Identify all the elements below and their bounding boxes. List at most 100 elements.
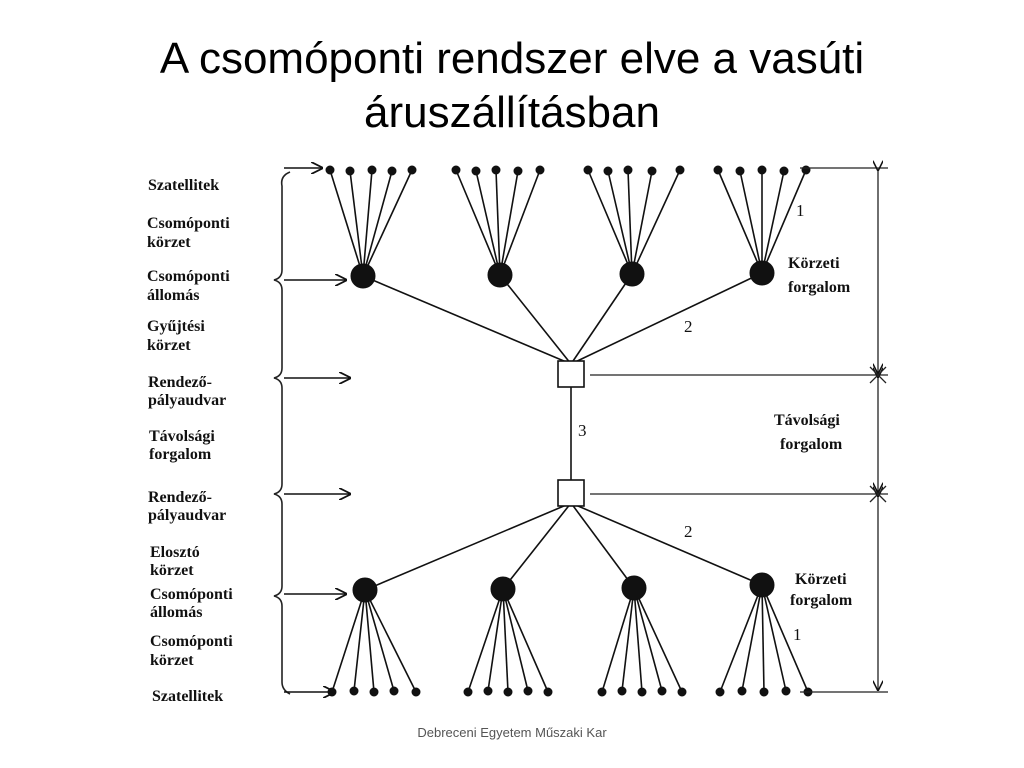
bottom-spoke <box>719 584 763 693</box>
top-satellite-dot <box>603 166 613 176</box>
bottom-spoke <box>502 588 529 692</box>
label-korzeti-top-2: forgalom <box>788 279 851 296</box>
label-szatellitek-bottom: Szatellitek <box>152 688 223 705</box>
bottom-feeder-line <box>364 502 572 591</box>
label-csomoponti-korzet-bottom-1: Csomóponti <box>150 633 233 650</box>
slide-title: A csomóponti rendszer elve a vasúti árus… <box>0 32 1024 140</box>
top-satellite-dot <box>471 166 481 176</box>
bottom-hub-node <box>621 575 647 601</box>
label-csomoponti-allomas-bottom-1: Csomóponti <box>150 586 233 603</box>
top-satellite-dot <box>583 165 593 175</box>
top-satellite-dot <box>801 165 811 175</box>
label-csomoponti-korzet-top-2: körzet <box>147 234 191 251</box>
bottom-spoke <box>601 587 635 693</box>
number-bottom-1: 1 <box>793 625 802 644</box>
label-rendezo-bottom-2: pályaudvar <box>148 507 226 524</box>
top-spoke <box>495 169 501 276</box>
top-satellite-dot <box>779 166 789 176</box>
label-eloszto-korzet-1: Elosztó <box>150 544 200 561</box>
top-spoke <box>627 169 633 275</box>
label-korzeti-top-1: Körzeti <box>788 255 840 272</box>
label-csomoponti-allomas-top-1: Csomóponti <box>147 268 230 285</box>
number-mid-3: 3 <box>578 421 587 440</box>
bottom-satellite-dot <box>597 687 607 697</box>
top-hub-node <box>350 263 376 289</box>
bottom-satellite-dot <box>543 687 553 697</box>
right-dimension-lines <box>590 168 888 693</box>
label-tavolsagi-right-2: forgalom <box>780 436 843 453</box>
top-satellite-dot <box>675 165 685 175</box>
label-tavolsagi-right-1: Távolsági <box>774 412 840 429</box>
top-feeder-line <box>499 274 572 365</box>
top-spoke <box>587 169 633 275</box>
bottom-spoke <box>633 587 663 692</box>
bottom-satellite-dot <box>637 687 647 697</box>
bottom-satellite-dot <box>483 686 493 696</box>
bottom-satellite-dot <box>781 686 791 696</box>
bottom-feeder-line <box>502 502 572 590</box>
top-spoke <box>362 169 373 277</box>
top-feeder-line <box>570 273 633 365</box>
bottom-satellite-dot <box>737 686 747 696</box>
marshalling-yard-top <box>557 360 585 388</box>
bottom-spoke <box>364 589 375 693</box>
bottom-satellite-dot <box>389 686 399 696</box>
bottom-spoke <box>502 588 509 693</box>
bottom-feeder-line <box>570 502 635 589</box>
bottom-satellite-dot <box>759 687 769 697</box>
bottom-spoke <box>761 584 765 693</box>
label-szatellitek-top: Szatellitek <box>148 177 219 194</box>
bottom-hub-node <box>490 576 516 602</box>
top-hub-node <box>619 261 645 287</box>
top-spoke <box>631 169 681 275</box>
number-bottom-2: 2 <box>684 522 693 541</box>
top-satellite-dot <box>647 166 657 176</box>
top-spoke <box>739 170 763 274</box>
label-csomoponti-korzet-top-1: Csomóponti <box>147 215 230 232</box>
top-satellite-dot <box>513 166 523 176</box>
number-top-2: 2 <box>684 317 693 336</box>
bottom-satellite-dot <box>503 687 513 697</box>
bottom-spoke <box>364 589 417 693</box>
bottom-spoke <box>633 587 683 693</box>
top-spoke <box>329 169 364 277</box>
top-spoke <box>607 170 633 275</box>
label-rendezo-bottom-1: Rendező- <box>148 489 212 506</box>
bottom-satellite-dot <box>349 686 359 696</box>
bottom-spoke <box>761 584 809 693</box>
number-top-1: 1 <box>796 201 805 220</box>
label-korzeti-bottom-2: forgalom <box>790 592 853 609</box>
label-rendezo-top-1: Rendező- <box>148 374 212 391</box>
bottom-satellite-dot <box>411 687 421 697</box>
bottom-hub-node <box>352 577 378 603</box>
bottom-hub-node <box>749 572 775 598</box>
top-satellite-dot <box>757 165 767 175</box>
label-csomoponti-allomas-bottom-2: állomás <box>150 604 202 621</box>
label-gyujtesi-korzet-2: körzet <box>147 337 191 354</box>
bottom-spoke <box>331 589 366 693</box>
bottom-spoke <box>633 587 643 693</box>
bottom-spoke <box>761 584 787 692</box>
bottom-spoke <box>741 584 763 692</box>
top-satellite-dot <box>367 165 377 175</box>
label-tavolsagi-left-2: forgalom <box>149 446 212 463</box>
top-satellite-dot <box>407 165 417 175</box>
left-brace <box>273 171 291 695</box>
label-csomoponti-korzet-bottom-2: körzet <box>150 652 194 669</box>
label-eloszto-korzet-2: körzet <box>150 562 194 579</box>
slide-title-line-1: A csomóponti rendszer elve a vasúti <box>159 34 865 83</box>
label-tavolsagi-left-1: Távolsági <box>149 428 215 445</box>
bottom-spoke <box>467 588 504 693</box>
label-gyujtesi-korzet-1: Gyűjtési <box>147 318 205 335</box>
bottom-satellite-dot <box>617 686 627 696</box>
top-spoke <box>761 170 785 274</box>
top-hub-node <box>749 260 775 286</box>
top-hub-node <box>487 262 513 288</box>
bottom-satellite-dot <box>523 686 533 696</box>
slide-title-line-2: áruszállításban <box>364 88 660 137</box>
bottom-spoke <box>364 589 395 692</box>
top-spoke <box>717 169 763 274</box>
top-spoke <box>349 170 364 277</box>
top-spoke <box>631 170 653 275</box>
